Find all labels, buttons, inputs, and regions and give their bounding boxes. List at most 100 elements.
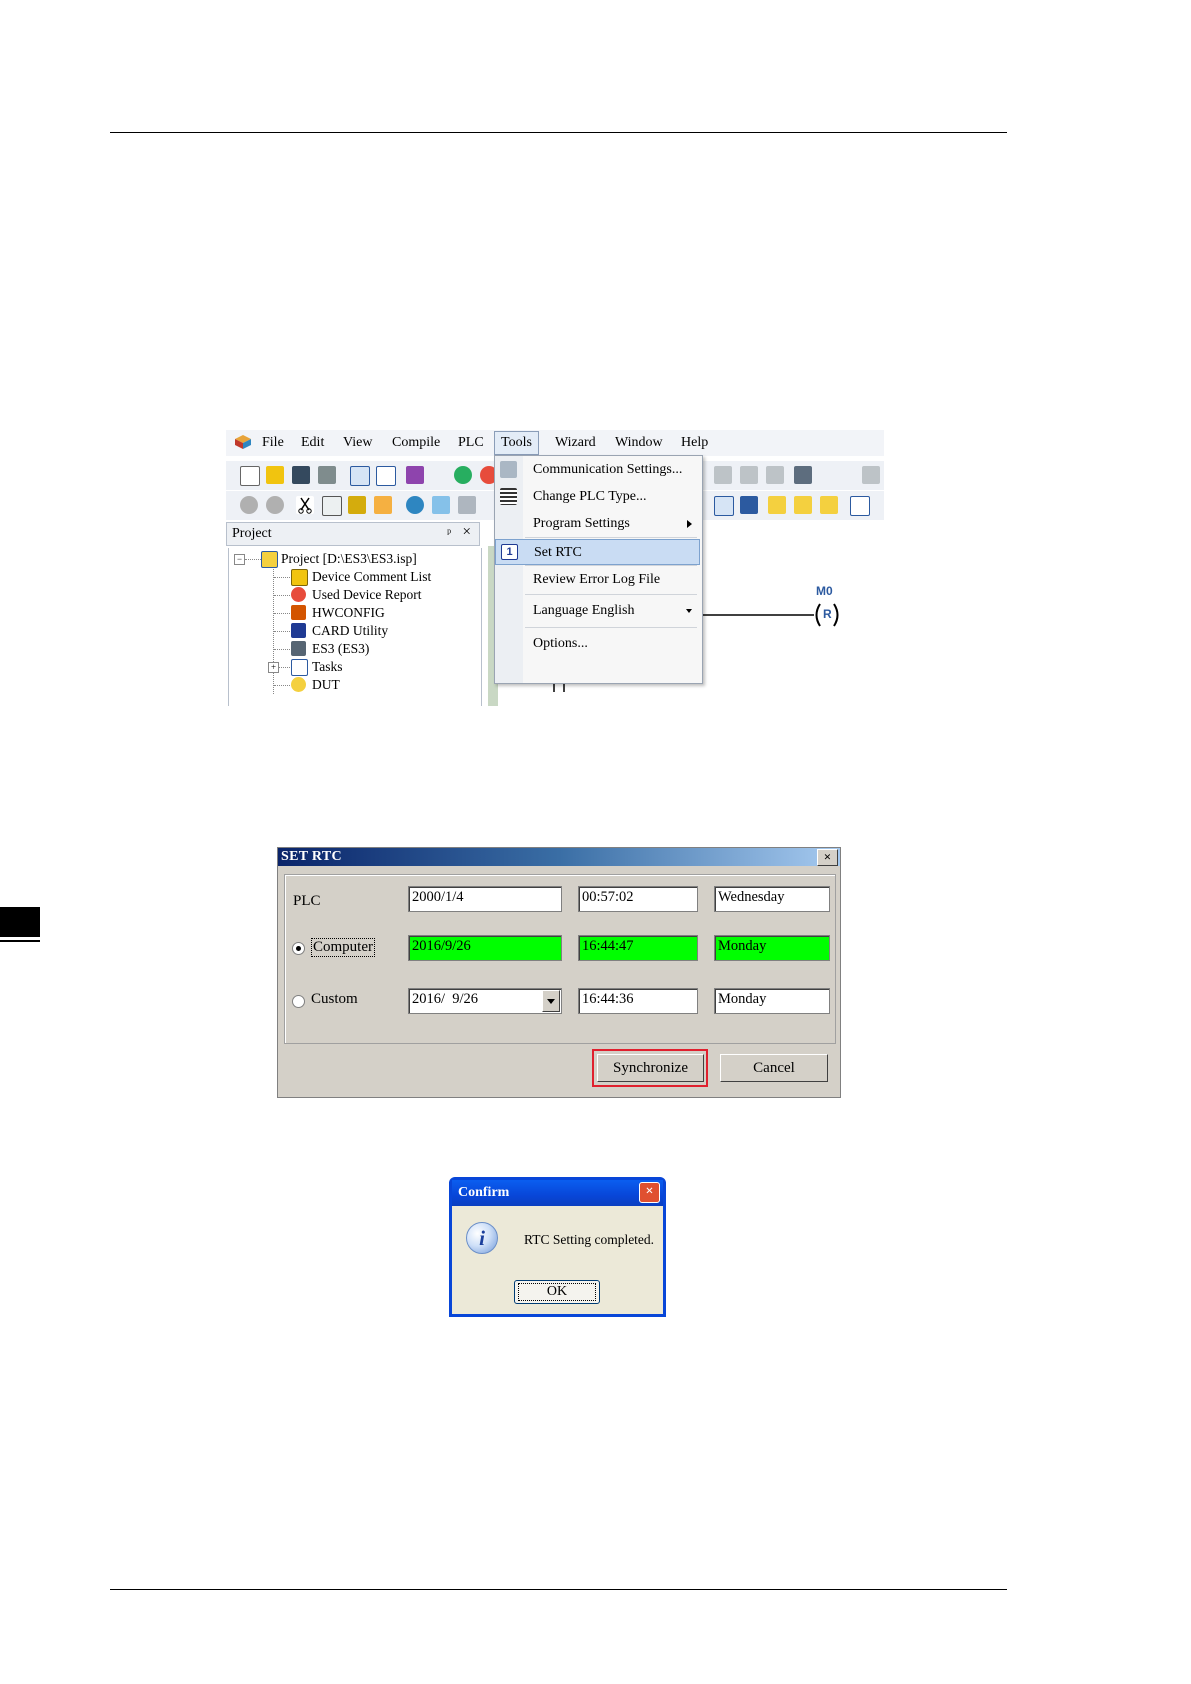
plc-time-field: 00:57:02 bbox=[578, 886, 698, 912]
tag-icon[interactable] bbox=[766, 466, 784, 484]
tree-item-card-utility[interactable]: CARD Utility bbox=[312, 623, 389, 638]
chevron-down-icon[interactable] bbox=[542, 990, 560, 1012]
extra-icon[interactable] bbox=[862, 466, 880, 484]
plc-icon bbox=[291, 641, 306, 656]
print-icon[interactable] bbox=[318, 466, 336, 484]
menu-separator bbox=[525, 594, 697, 595]
tree-item-dut[interactable]: DUT bbox=[312, 677, 340, 692]
menu-item-language[interactable]: Language English bbox=[495, 598, 700, 624]
synchronize-button[interactable]: Synchronize bbox=[597, 1054, 704, 1082]
set-rtc-titlebar: SET RTC × bbox=[278, 848, 840, 866]
new-file-icon[interactable] bbox=[240, 466, 260, 486]
disabled-icon[interactable] bbox=[240, 496, 258, 514]
menu-wizard[interactable]: Wizard bbox=[555, 435, 596, 450]
menu-bar: File Edit View Compile PLC Tools Wizard … bbox=[226, 430, 884, 456]
cut-icon[interactable] bbox=[296, 496, 314, 514]
menu-view[interactable]: View bbox=[343, 435, 373, 450]
menu-help[interactable]: Help bbox=[681, 435, 709, 450]
plc-date-field: 2000/1/4 bbox=[408, 886, 562, 912]
menu-compile[interactable]: Compile bbox=[392, 435, 441, 450]
pin-icon[interactable]: ᵖ bbox=[446, 525, 451, 540]
close-button[interactable]: × bbox=[817, 849, 838, 866]
tree-line bbox=[273, 564, 274, 694]
rtc-group-box bbox=[284, 874, 836, 1044]
menu-item-label: Review Error Log File bbox=[533, 572, 661, 587]
menu-file[interactable]: File bbox=[262, 435, 284, 450]
menu-plc[interactable]: PLC bbox=[458, 435, 484, 450]
close-button[interactable]: × bbox=[639, 1182, 660, 1203]
set-rtc-dialog: SET RTC × PLC 2000/1/4 00:57:02 Wednesda… bbox=[277, 847, 841, 1098]
menu-item-label: Communication Settings... bbox=[533, 462, 683, 477]
open-folder-icon[interactable] bbox=[266, 466, 284, 484]
folder-up-icon[interactable] bbox=[768, 496, 786, 514]
network-icon[interactable] bbox=[794, 466, 812, 484]
ok-button[interactable]: OK bbox=[514, 1280, 600, 1304]
expand-icon[interactable]: + bbox=[268, 662, 279, 673]
computer-row-label[interactable]: Computer bbox=[311, 938, 375, 957]
custom-time-field[interactable]: 16:44:36 bbox=[578, 988, 698, 1014]
disabled-icon[interactable] bbox=[266, 496, 284, 514]
confirm-title: Confirm bbox=[458, 1185, 510, 1200]
plc-day-field: Wednesday bbox=[714, 886, 830, 912]
left-rail bbox=[488, 546, 498, 706]
layout-icon[interactable] bbox=[350, 466, 370, 486]
book-icon[interactable] bbox=[406, 466, 424, 484]
tree-item-device-comment-list[interactable]: Device Comment List bbox=[312, 569, 432, 584]
language-dropdown-icon bbox=[686, 609, 692, 613]
computer-date-field: 2016/9/26 bbox=[408, 935, 562, 961]
app-logo-icon bbox=[235, 435, 251, 449]
paste-icon[interactable] bbox=[348, 496, 366, 514]
menu-item-options[interactable]: Options... bbox=[495, 631, 700, 657]
menu-window[interactable]: Window bbox=[615, 435, 663, 450]
project-folder-icon bbox=[261, 551, 278, 568]
folder-down-icon[interactable] bbox=[794, 496, 812, 514]
menu-item-program-settings[interactable]: Program Settings bbox=[495, 511, 700, 537]
menu-edit[interactable]: Edit bbox=[301, 435, 325, 450]
computer-time-field: 16:44:47 bbox=[578, 935, 698, 961]
cancel-button[interactable]: Cancel bbox=[720, 1054, 828, 1082]
window-icon[interactable] bbox=[376, 466, 396, 486]
tree-line bbox=[274, 595, 290, 596]
coil-icon[interactable] bbox=[740, 496, 758, 514]
collapse-icon[interactable]: − bbox=[234, 554, 245, 565]
footer-rule bbox=[110, 1589, 1007, 1590]
copy-icon[interactable] bbox=[322, 496, 342, 516]
chart-icon[interactable] bbox=[850, 496, 870, 516]
project-pane-title: Project bbox=[232, 526, 272, 541]
custom-date-picker[interactable]: 2016/ 9/26 bbox=[408, 988, 562, 1014]
stop-icon[interactable] bbox=[480, 466, 498, 484]
menu-item-set-rtc[interactable]: 1 Set RTC bbox=[495, 539, 700, 565]
menu-item-communication-settings[interactable]: Communication Settings... bbox=[495, 457, 700, 483]
menu-item-review-error-log[interactable]: Review Error Log File bbox=[495, 567, 700, 593]
contact-icon[interactable] bbox=[714, 496, 734, 516]
info-icon: i bbox=[466, 1222, 498, 1254]
eraser-icon[interactable] bbox=[374, 496, 392, 514]
custom-radio[interactable] bbox=[292, 995, 305, 1008]
run-icon[interactable] bbox=[454, 466, 472, 484]
tree-item-tasks[interactable]: Tasks bbox=[312, 659, 343, 674]
plc-type-icon bbox=[500, 488, 517, 505]
confirm-titlebar: Confirm × bbox=[452, 1180, 663, 1206]
device-icon[interactable] bbox=[740, 466, 758, 484]
folder-sync-icon[interactable] bbox=[820, 496, 838, 514]
jump-icon[interactable] bbox=[458, 496, 476, 514]
calendar-icon: 1 bbox=[501, 544, 518, 560]
custom-row-label[interactable]: Custom bbox=[311, 991, 358, 1007]
tree-item-used-device-report[interactable]: Used Device Report bbox=[312, 587, 422, 602]
menu-item-change-plc-type[interactable]: Change PLC Type... bbox=[495, 484, 700, 510]
close-icon[interactable]: × bbox=[462, 524, 471, 540]
tree-item-es3[interactable]: ES3 (ES3) bbox=[312, 641, 370, 656]
tree-line bbox=[274, 577, 290, 578]
menu-tools[interactable]: Tools bbox=[494, 431, 539, 455]
find-icon[interactable] bbox=[406, 496, 424, 514]
menu-item-label: Set RTC bbox=[534, 545, 582, 560]
project-tree: − Project [D:\ES3\ES3.isp] Device Commen… bbox=[228, 548, 482, 706]
monitor-icon[interactable] bbox=[714, 466, 732, 484]
tree-item-hwconfig[interactable]: HWCONFIG bbox=[312, 605, 385, 620]
menu-item-label: Change PLC Type... bbox=[533, 489, 647, 504]
computer-radio[interactable] bbox=[292, 942, 305, 955]
tree-item-project[interactable]: Project [D:\ES3\ES3.isp] bbox=[281, 551, 417, 566]
ide-screenshot: File Edit View Compile PLC Tools Wizard … bbox=[226, 430, 884, 706]
save-icon[interactable] bbox=[292, 466, 310, 484]
replace-icon[interactable] bbox=[432, 496, 450, 514]
